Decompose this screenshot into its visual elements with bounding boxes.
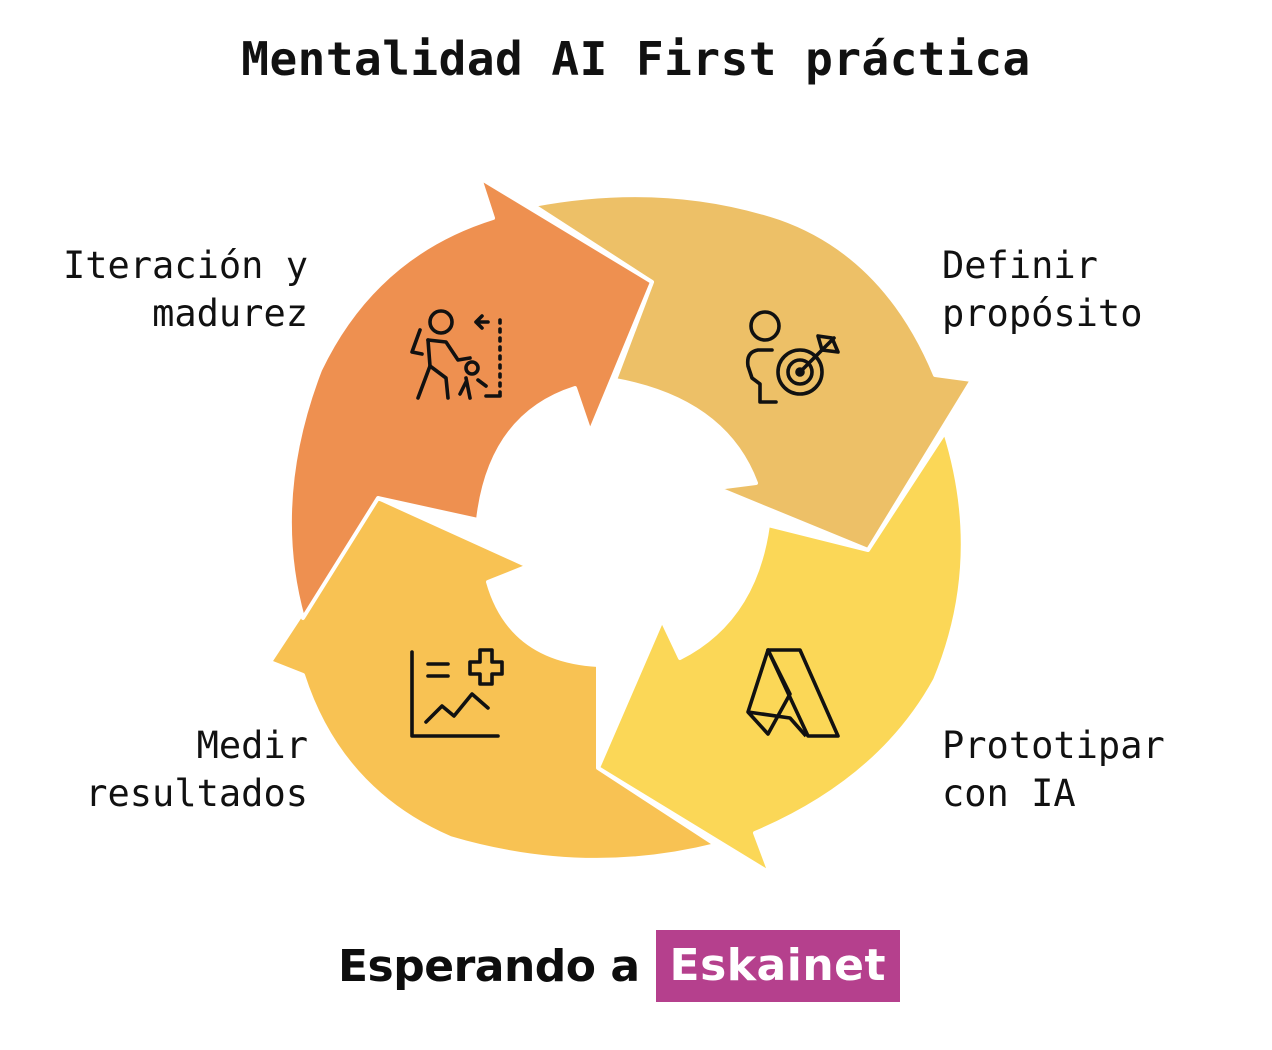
footer: Esperando a Eskainet — [338, 930, 901, 1002]
step-label-line: con IA — [942, 772, 1076, 815]
step-label-line: resultados — [85, 772, 308, 815]
climber-steps-icon — [410, 309, 502, 400]
step-label-iteracion: Iteración y madurez — [63, 242, 308, 338]
step-label-line: propósito — [942, 292, 1143, 335]
footer-text: Esperando a — [338, 940, 640, 992]
step-label-medir: Medir resultados — [85, 722, 308, 818]
segment-definir — [531, 193, 974, 552]
step-label-line: madurez — [152, 292, 308, 335]
person-target-icon — [745, 310, 840, 404]
chart-plus-icon — [410, 648, 504, 738]
segment-prototipar — [596, 430, 965, 875]
brand-logo: Eskainet — [655, 930, 901, 1002]
step-label-line: Iteración y — [62, 244, 308, 287]
step-label-line: Medir — [196, 724, 308, 767]
diagram-title: Mentalidad AI First práctica — [241, 32, 1031, 86]
adobe-logo-icon — [746, 648, 840, 738]
step-label-prototipar: Prototipar con IA — [942, 722, 1165, 818]
step-label-line: Prototipar — [942, 724, 1165, 767]
step-label-definir: Definir propósito — [942, 242, 1142, 338]
step-label-line: Definir — [942, 244, 1098, 287]
